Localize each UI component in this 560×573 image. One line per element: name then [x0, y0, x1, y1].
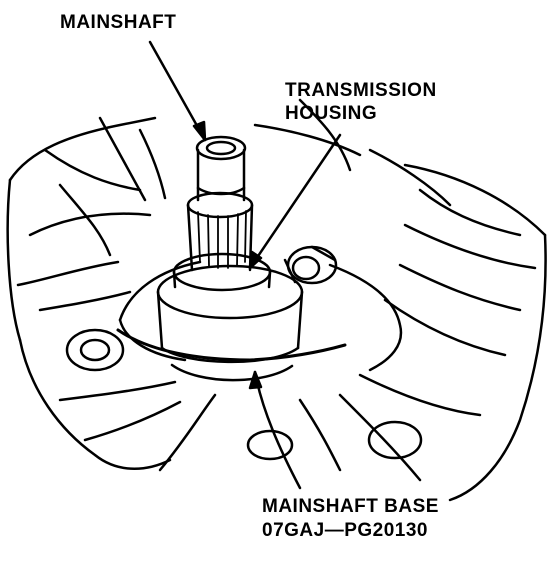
leader-lines [148, 40, 342, 490]
mainshaft-base-tool [116, 264, 347, 382]
transmission-housing-label-line1: TRANSMISSION [285, 80, 437, 101]
mainshaft-base-label-line1: MAINSHAFT BASE [262, 496, 439, 517]
mainshaft-label: MAINSHAFT [60, 12, 177, 33]
mainshaft-base-part-number: 07GAJ—PG20130 [262, 520, 428, 541]
dowel-pin [283, 245, 338, 285]
mainshaft [172, 135, 272, 292]
transmission-housing-label-line2: HOUSING [285, 103, 378, 124]
transmission-housing-casting [6, 98, 547, 502]
